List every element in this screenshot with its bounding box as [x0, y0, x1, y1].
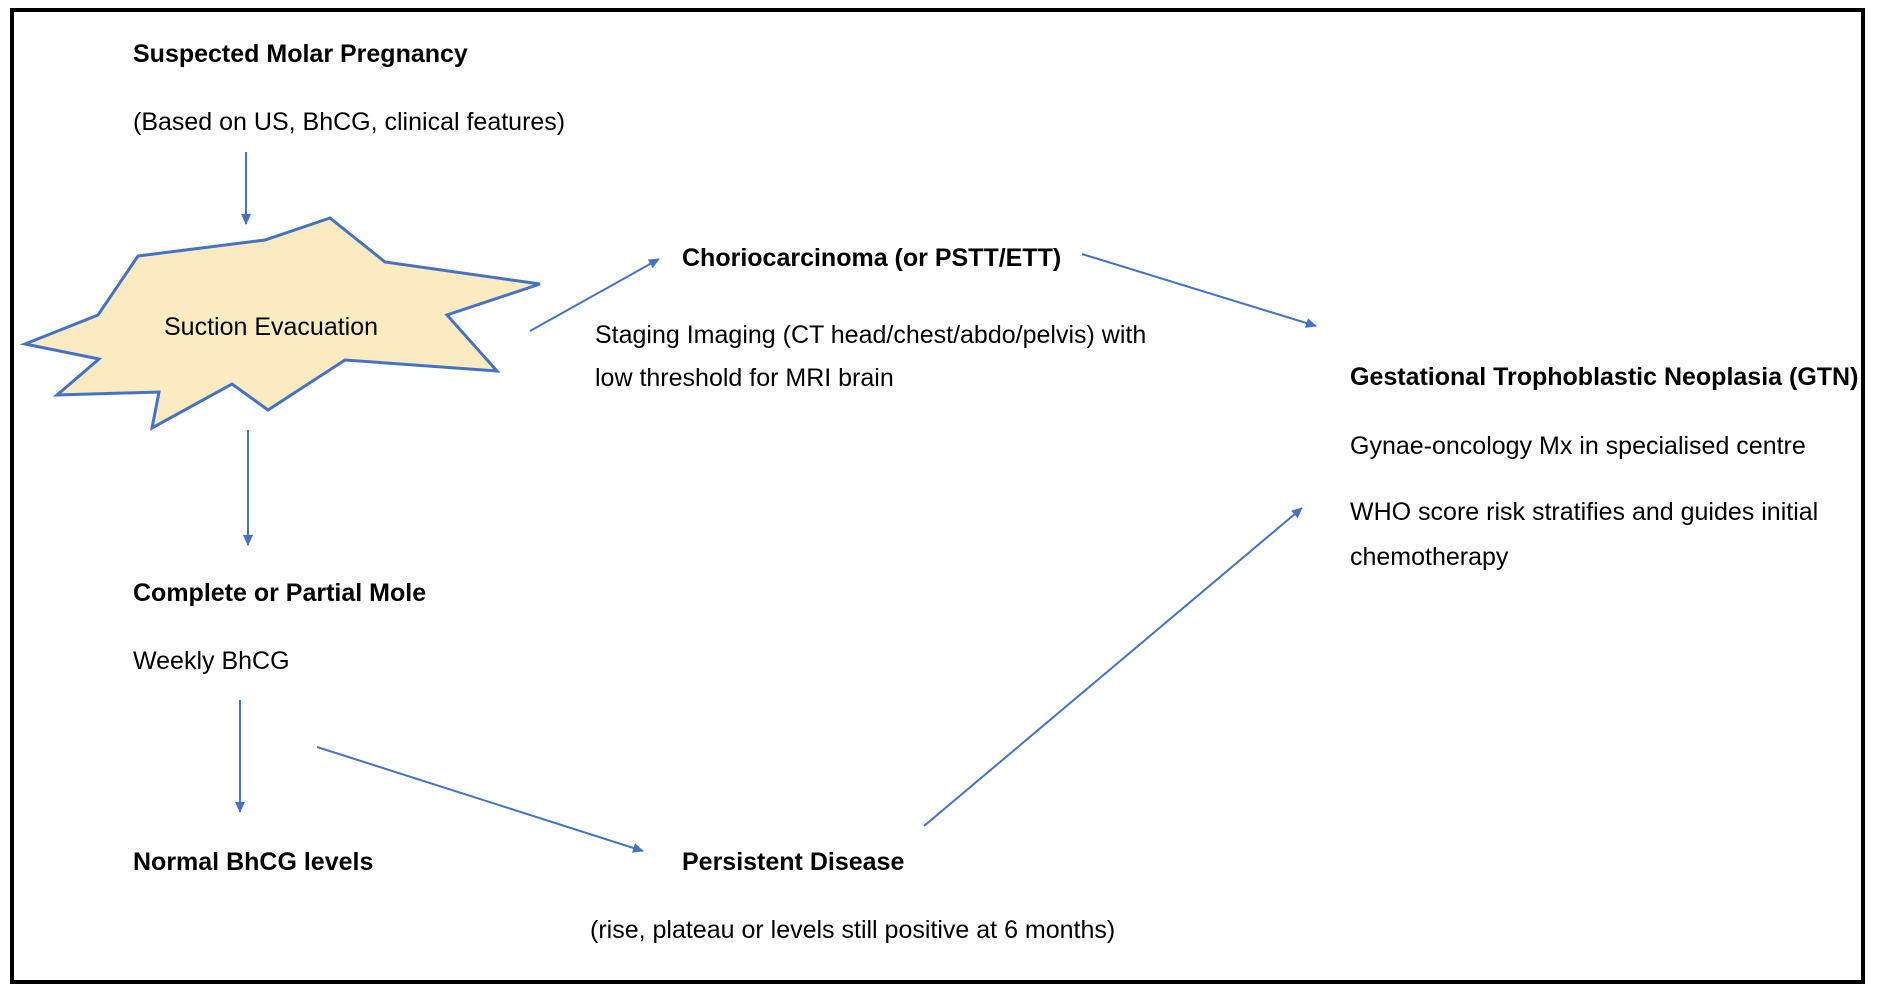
- persistent-disease-detail: (rise, plateau or levels still positive …: [590, 916, 1116, 944]
- choriocarcinoma-title: Choriocarcinoma (or PSTT/ETT): [682, 244, 1062, 272]
- arrow-mole-to-persistent: [316, 746, 644, 853]
- gtn-title: Gestational Trophoblastic Neoplasia (GTN…: [1350, 363, 1859, 391]
- suspected-molar-pregnancy-detail: (Based on US, BhCG, clinical features): [133, 108, 566, 136]
- arrow-persistent-to-gtn: [923, 507, 1303, 827]
- complete-partial-mole-title: Complete or Partial Mole: [133, 579, 427, 607]
- complete-partial-mole-detail: Weekly BhCG: [133, 647, 290, 675]
- arrow-suction-to-chorio: [529, 258, 660, 332]
- suction-evacuation-label: Suction Evacuation: [164, 313, 379, 341]
- gtn-detail-who-line1: WHO score risk stratifies and guides ini…: [1350, 498, 1819, 526]
- gtn-detail-who-line2: chemotherapy: [1350, 543, 1509, 571]
- diagram-frame: [10, 8, 1865, 984]
- suction-evacuation-starburst: [19, 216, 541, 431]
- suspected-molar-pregnancy-title: Suspected Molar Pregnancy: [133, 40, 468, 68]
- gtn-detail-management: Gynae-oncology Mx in specialised centre: [1350, 432, 1806, 460]
- persistent-disease-title: Persistent Disease: [682, 848, 905, 876]
- choriocarcinoma-detail-line1: Staging Imaging (CT head/chest/abdo/pelv…: [595, 321, 1147, 349]
- arrow-chorio-to-gtn: [1081, 253, 1317, 328]
- normal-bhcg-levels-title: Normal BhCG levels: [133, 848, 374, 876]
- choriocarcinoma-detail-line2: low threshold for MRI brain: [595, 364, 894, 392]
